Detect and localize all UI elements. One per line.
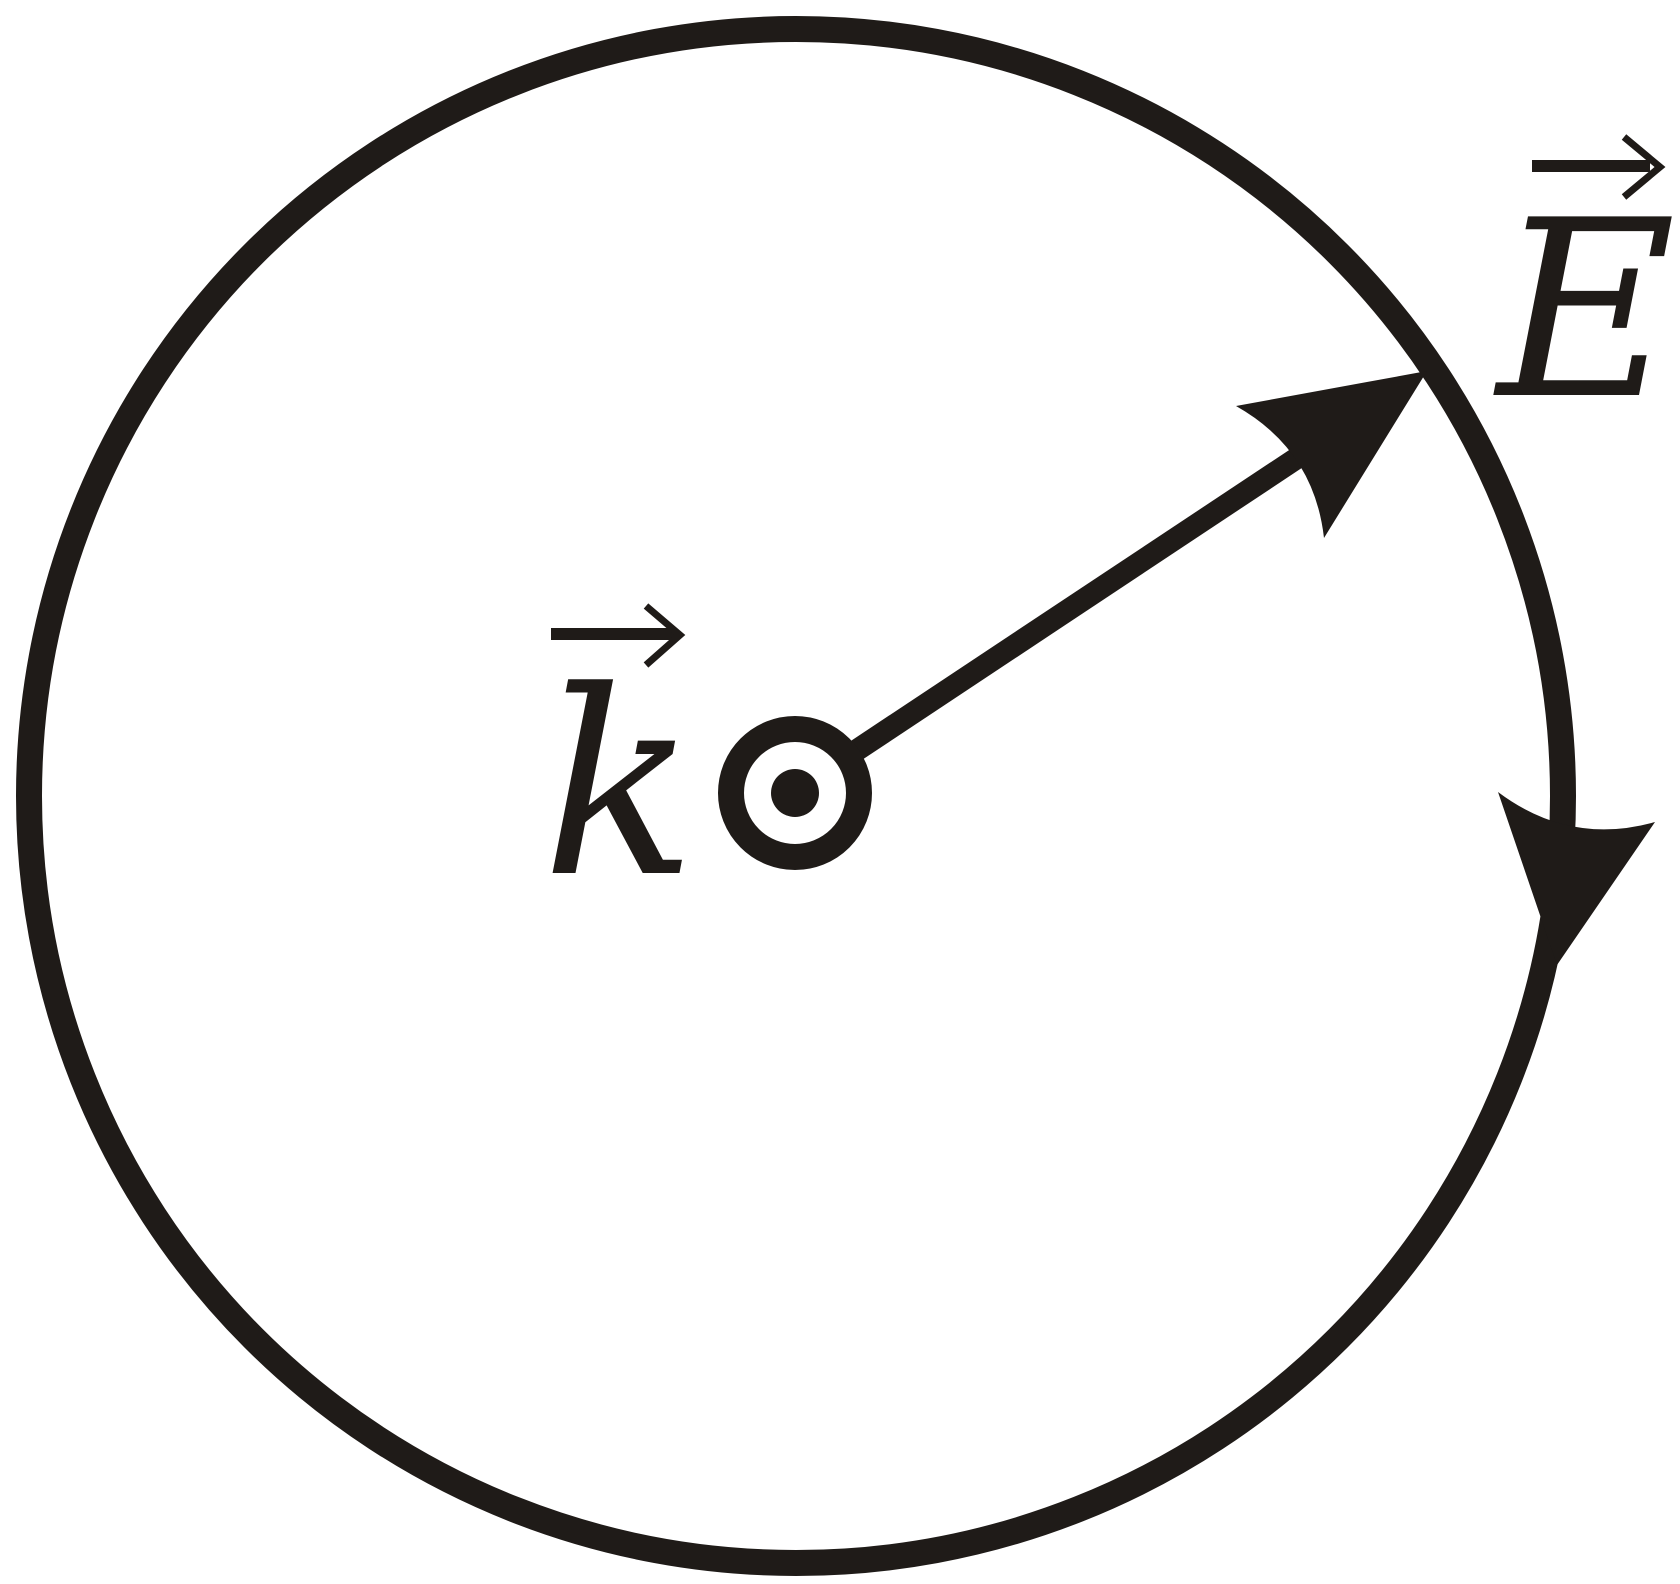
out-of-page-center-dot — [771, 769, 819, 817]
electric-field-label: E — [1493, 134, 1676, 453]
polarization-circle — [16, 16, 1576, 1576]
e-field-arrow-shaft — [844, 446, 1307, 764]
wave-vector-symbol: k — [542, 637, 697, 934]
out-of-page-dot-icon — [718, 716, 872, 870]
vector-arrow-icon — [551, 603, 686, 668]
circulation-arrowhead — [1498, 792, 1655, 965]
wave-vector-label: k — [542, 603, 697, 934]
vector-arrow-icon — [1532, 134, 1666, 200]
electric-field-symbol: E — [1493, 168, 1676, 453]
e-field-arrowhead — [1236, 371, 1427, 538]
